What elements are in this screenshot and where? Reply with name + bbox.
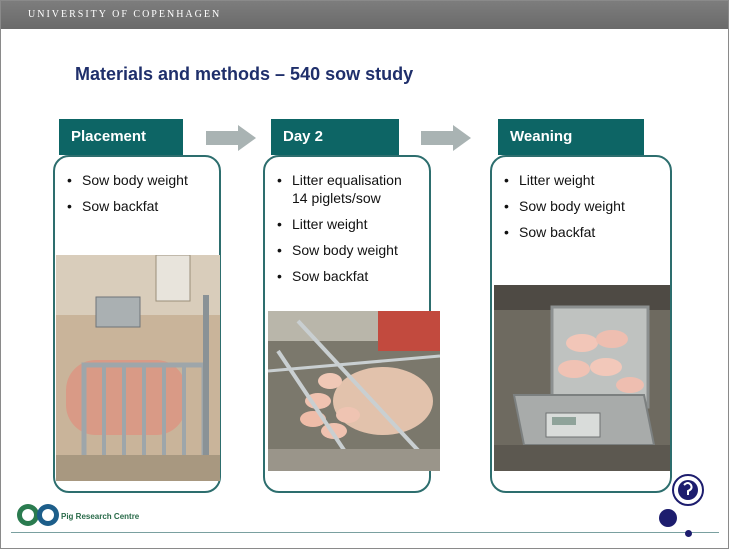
slide-title: Materials and methods – 540 sow study	[75, 64, 414, 84]
photo-piglets-weighing-trolley	[494, 285, 670, 471]
bullet-item: Sow backfat	[277, 267, 402, 285]
step-tab-weaning: Weaning	[498, 119, 644, 155]
step-panel-weaning: Litter weight Sow body weight Sow backfa…	[490, 155, 672, 493]
bullet-list: Litter weight Sow body weight Sow backfa…	[504, 171, 625, 249]
bullet-item: Sow backfat	[504, 223, 625, 241]
bullet-item: Litter weight	[504, 171, 625, 189]
bullet-item: Sow body weight	[504, 197, 625, 215]
step-tab-day-2: Day 2	[271, 119, 399, 155]
decorative-dot-large	[659, 509, 677, 527]
bullet-item: Sow backfat	[67, 197, 188, 215]
bullet-item: Sow body weight	[67, 171, 188, 189]
step-panel-placement: Sow body weight Sow backfat	[53, 155, 221, 493]
bullet-item: Litter weight	[277, 215, 402, 233]
photo-sow-weighing-crate	[56, 255, 220, 481]
decorative-dot-small	[685, 530, 692, 537]
pig-research-centre-logo	[16, 502, 60, 533]
step-tab-placement: Placement	[59, 119, 183, 155]
right-arrow-icon	[421, 125, 471, 151]
university-name: UNIVERSITY OF COPENHAGEN	[28, 9, 222, 20]
photo-sow-nursing-piglets	[268, 311, 440, 471]
footer-logo-text: Pig Research Centre	[61, 512, 140, 521]
right-arrow-icon	[206, 125, 256, 151]
top-bar: UNIVERSITY OF COPENHAGEN	[1, 1, 728, 29]
bullet-item: Sow body weight	[277, 241, 402, 259]
footer-divider	[11, 532, 719, 533]
university-seal-icon	[671, 473, 705, 512]
bullet-list: Sow body weight Sow backfat	[67, 171, 188, 223]
